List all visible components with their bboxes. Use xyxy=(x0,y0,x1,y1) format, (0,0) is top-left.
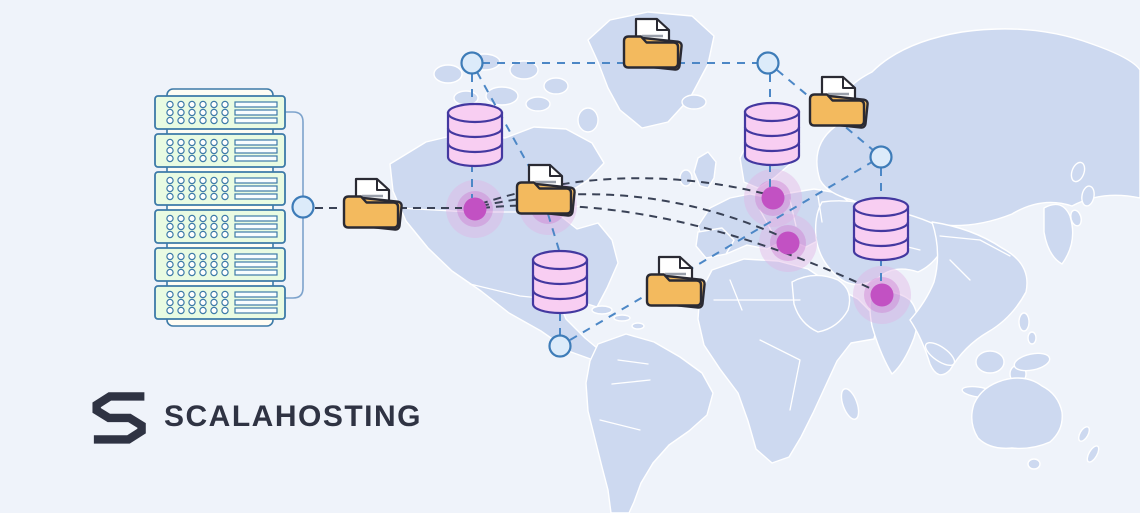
server-rack xyxy=(154,88,304,327)
link-folder2-db3 xyxy=(547,213,560,251)
map-tasmania xyxy=(1027,458,1041,470)
database-icon xyxy=(743,101,801,167)
network-node-icon xyxy=(756,51,780,75)
network-node-icon xyxy=(460,51,484,75)
server-unit xyxy=(154,209,286,244)
map-ireland xyxy=(679,169,693,187)
map-canada-islands xyxy=(433,53,599,133)
scalahosting-logo: SCALAHOSTING xyxy=(92,388,422,446)
database-icon xyxy=(531,249,589,315)
folder-document-icon xyxy=(645,255,707,310)
location-dot xyxy=(761,186,785,210)
link-node4-node3 xyxy=(569,161,873,341)
network-node-icon xyxy=(548,334,572,358)
database-icon xyxy=(852,196,910,262)
map-caribbean xyxy=(591,305,645,330)
map-south-america xyxy=(585,333,714,513)
map-australia xyxy=(971,377,1063,450)
location-dot xyxy=(776,231,800,255)
database-icon xyxy=(446,102,504,168)
scalahosting-logo-icon xyxy=(92,392,146,444)
curve-dot1-dot2 xyxy=(479,177,767,205)
server-unit xyxy=(154,171,286,206)
map-africa xyxy=(697,258,879,464)
network-node-icon xyxy=(291,195,315,219)
network-node-icon xyxy=(869,145,893,169)
map-new-zealand xyxy=(1078,426,1100,463)
map-uk xyxy=(693,151,717,189)
server-unit xyxy=(154,285,286,320)
map-arabia xyxy=(791,274,851,333)
brand-name: SCALAHOSTING xyxy=(164,400,422,433)
map-madagascar xyxy=(840,388,860,420)
location-dot xyxy=(870,283,894,307)
location-dot xyxy=(463,197,487,221)
map-iberia xyxy=(695,227,735,259)
world-map xyxy=(389,11,1140,513)
map-east-asia xyxy=(909,221,1028,376)
map-kamchatka xyxy=(1043,203,1074,265)
server-unit xyxy=(154,95,286,130)
server-unit xyxy=(154,133,286,168)
server-unit xyxy=(154,247,286,282)
map-iceland xyxy=(681,94,707,110)
map-japan xyxy=(1070,161,1095,227)
map-north-america xyxy=(389,126,619,362)
rack-bracket xyxy=(285,111,304,299)
